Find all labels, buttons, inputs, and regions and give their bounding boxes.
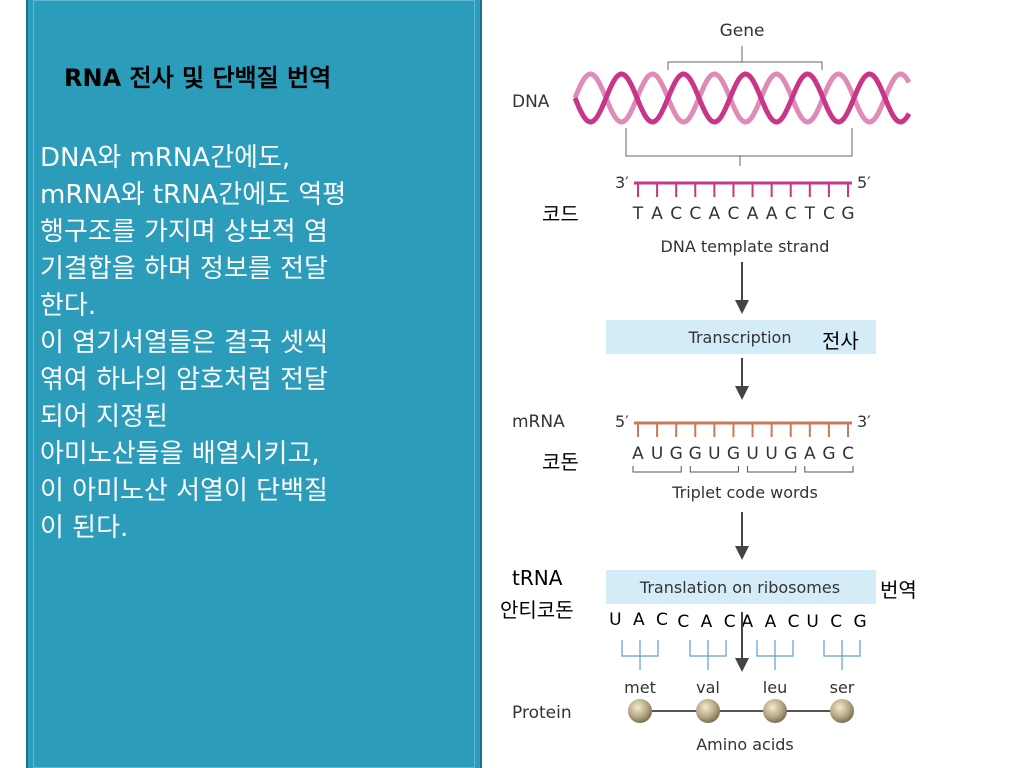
base-letter: C: [689, 204, 701, 224]
anticodon-bracket: [689, 640, 727, 670]
body-line: 엮여 하나의 암호처럼 전달: [40, 365, 328, 395]
base-letter: G: [784, 444, 797, 464]
gene-bracket: [667, 46, 823, 70]
base-letter: C: [670, 204, 682, 224]
mrna-caption: Triplet code words: [671, 483, 818, 502]
amino-acid-label: leu: [763, 678, 787, 697]
dna-template-strand: [634, 181, 852, 197]
base-letter: A: [651, 204, 663, 224]
amino-acid-bead: [763, 699, 787, 723]
template-bracket: [625, 128, 853, 166]
dna-end-3: 3′: [615, 173, 629, 192]
transcription-box: [606, 320, 876, 354]
transcription-label: Transcription: [688, 328, 792, 347]
code-annotation: 코드: [542, 202, 579, 226]
base-letter: A: [804, 444, 816, 464]
dna-template-caption: DNA template strand: [661, 237, 830, 256]
dna-label: DNA: [512, 92, 550, 112]
anticodon-bracket: [823, 640, 861, 670]
body-line: 이 염기서열들은 결국 셋씩: [40, 328, 328, 358]
translation-label: Translation on ribosomes: [639, 578, 840, 597]
base-letter: T: [804, 204, 816, 224]
arrow-head: [735, 300, 749, 314]
base-letter: U: [746, 444, 758, 464]
base-letter: A: [632, 444, 644, 464]
codon-brackets: [632, 466, 854, 473]
base-letter: G: [689, 444, 702, 464]
body-line: DNA와 mRNA간에도,: [40, 143, 291, 173]
mrna-end-3: 3′: [857, 412, 871, 431]
base-letter: G: [670, 444, 683, 464]
anticodon-bracket: [621, 640, 659, 670]
base-letter: U: [708, 444, 720, 464]
base-letter: U: [651, 444, 663, 464]
base-letter: C: [842, 444, 854, 464]
anticodon: U C G: [806, 612, 869, 632]
base-letter: G: [841, 204, 854, 224]
amino-acid-bead: [696, 699, 720, 723]
text-panel: [26, 0, 482, 768]
codon-bracket: [632, 466, 682, 473]
codon-annotation: 코돈: [542, 450, 579, 474]
anticodon-annotation: 안티코돈: [500, 598, 574, 622]
translation-annotation: 번역: [880, 578, 917, 602]
anticodon: U A C: [609, 610, 671, 630]
base-letter: U: [765, 444, 777, 464]
base-letter: C: [785, 204, 797, 224]
amino-acids-caption: Amino acids: [696, 735, 794, 754]
codon-bracket: [747, 466, 797, 473]
amino-acid-label: val: [696, 678, 720, 697]
protein-label: Protein: [512, 703, 572, 723]
amino-acid-bead: [628, 699, 652, 723]
arrow-head: [735, 386, 749, 400]
body-line: 아미노산들을 배열시키고,: [40, 439, 320, 469]
amino-acid-label: met: [624, 678, 656, 697]
translation-box: [606, 570, 876, 604]
codon-bracket: [804, 466, 854, 473]
anticodon: C A C: [677, 612, 738, 632]
mrna-end-5: 5′: [615, 412, 629, 431]
base-letter: C: [728, 204, 740, 224]
mrna-strand: [634, 421, 852, 437]
base-letter: A: [747, 204, 759, 224]
body-line: 이 아미노산 서열이 단백질: [40, 476, 328, 506]
body-line: 되어 지정된: [40, 402, 168, 432]
anticodon: A A C: [742, 612, 803, 632]
body-line: 한다.: [40, 291, 97, 321]
codon-bracket: [689, 466, 739, 473]
transcription-annotation: 전사: [822, 329, 859, 353]
body-text: DNA와 mRNA간에도, mRNA와 tRNA간에도 역평 행구조를 가지며 …: [40, 140, 470, 547]
gene-label: Gene: [720, 21, 765, 41]
base-letter: T: [632, 204, 644, 224]
amino-acid-brackets: [621, 640, 861, 670]
arrow-head: [735, 546, 749, 560]
slide-title: RNA 전사 및 단백질 번역: [64, 64, 332, 92]
anticodon-bracket: [756, 640, 794, 670]
body-line: 행구조를 가지며 상보적 염: [40, 217, 328, 247]
arrow-head: [735, 658, 749, 672]
amino-acid-label: ser: [830, 678, 855, 697]
base-letter: G: [822, 444, 835, 464]
body-line: 이 된다.: [40, 513, 129, 543]
dna-helix: [572, 71, 912, 125]
body-line: mRNA와 tRNA간에도 역평: [40, 180, 347, 210]
base-letter: C: [823, 204, 835, 224]
base-letter: A: [766, 204, 778, 224]
mrna-label: mRNA: [512, 412, 565, 432]
body-line: 기결합을 하며 정보를 전달: [40, 254, 328, 284]
base-letter: G: [727, 444, 740, 464]
trna-annotation: tRNA: [512, 566, 563, 590]
dna-end-5: 5′: [857, 173, 871, 192]
helix-strand-front: [572, 71, 912, 125]
base-letter: A: [709, 204, 721, 224]
amino-acid-bead: [830, 699, 854, 723]
